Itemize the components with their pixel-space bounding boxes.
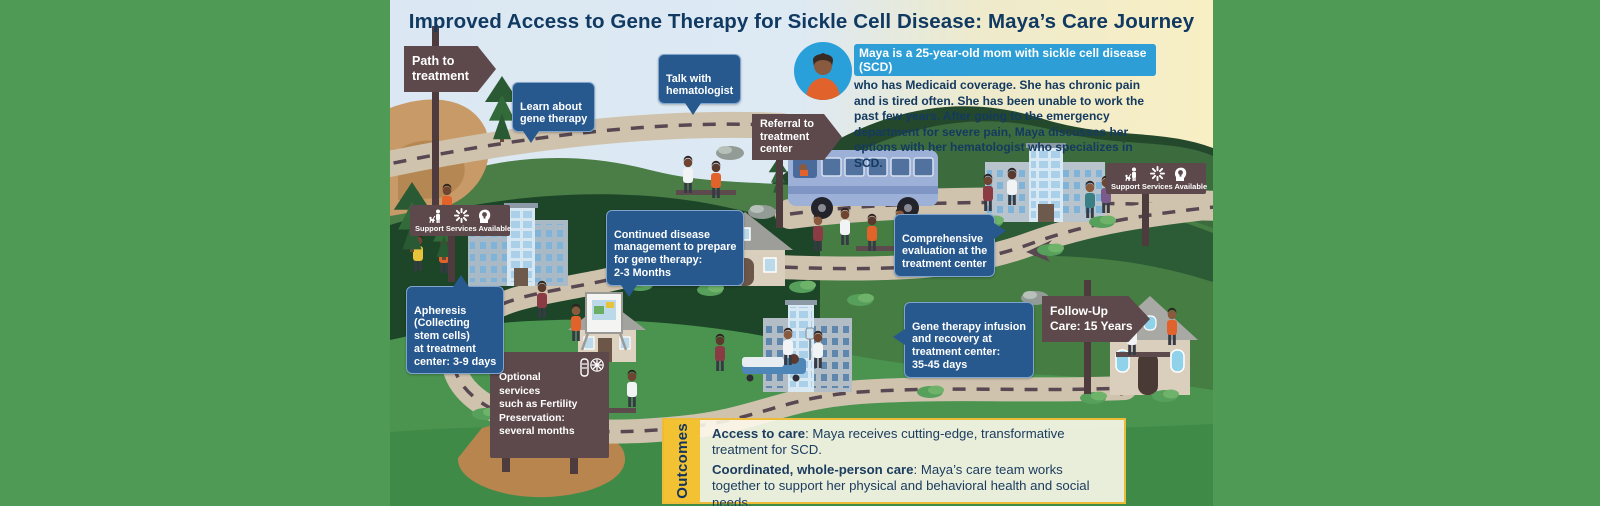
outcomes-list: Access to care: Maya receives cutting-ed…: [700, 420, 1124, 506]
outcomes-panel: Outcomes Access to care: Maya receives c…: [662, 418, 1126, 506]
sparkle-icon: [1150, 166, 1165, 181]
sign-support-services-left: Support Services Available: [410, 205, 511, 236]
mind-lightbulb-icon: [1174, 167, 1187, 181]
sign-referral-treatment-center: Referral to treatment center: [752, 114, 842, 160]
intro-body: who has Medicaid coverage. She has chron…: [854, 78, 1145, 170]
intro-highlight: Maya is a 25-year-old mom with sickle ce…: [854, 44, 1156, 76]
sign-follow-up-care: Follow-Up Care: 15 Years: [1042, 296, 1150, 342]
pointer: [893, 329, 905, 345]
fertility-preservation-icon: [580, 358, 604, 377]
sign-path-to-treatment: Path to treatment: [404, 46, 496, 92]
infographic-stage: Improved Access to Gene Therapy for Sick…: [390, 0, 1213, 506]
pointer: [453, 275, 469, 287]
outcomes-label: Outcomes: [673, 423, 691, 499]
sparkle-icon: [454, 208, 469, 223]
bubble-talk-hematologist: Talk with hematologist: [658, 54, 742, 116]
pointer: [994, 223, 1007, 239]
bubble-learn-gene-therapy: Learn about gene therapy: [512, 82, 596, 144]
person-with-pet-icon: [1125, 167, 1136, 181]
pointer: [621, 284, 637, 297]
pointer: [523, 131, 539, 144]
outcomes-label-strip: Outcomes: [664, 420, 700, 502]
person-with-pet-icon: [429, 209, 440, 223]
intro-text: Maya is a 25-year-old mom with sickle ce…: [854, 44, 1156, 171]
sign-post: [776, 152, 783, 228]
pointer: [685, 103, 701, 116]
outcome-item-coordinated: Coordinated, whole-person care: Maya’s c…: [712, 461, 1090, 506]
bubble-comprehensive-evaluation: Comprehensive evaluation at the treatmen…: [894, 214, 1007, 277]
sign-post: [432, 26, 439, 234]
bubble-apheresis: Apheresis (Collecting stem cells) at tre…: [406, 275, 505, 375]
bubble-continued-disease-management: Continued disease management to prepare …: [606, 210, 745, 297]
sign-post: [1142, 192, 1149, 246]
sign-support-services-right: Support Services Available: [1106, 163, 1207, 194]
bubble-gene-therapy-infusion: Gene therapy infusion and recovery at tr…: [893, 302, 1034, 378]
page-title: Improved Access to Gene Therapy for Sick…: [408, 10, 1195, 33]
maya-avatar: [794, 42, 852, 100]
sign-optional-fertility: Optional services such as Fertility Pres…: [490, 352, 609, 458]
outcome-item-access: Access to care: Maya receives cutting-ed…: [712, 426, 1065, 458]
sign-post: [448, 230, 455, 282]
mind-lightbulb-icon: [478, 209, 491, 223]
